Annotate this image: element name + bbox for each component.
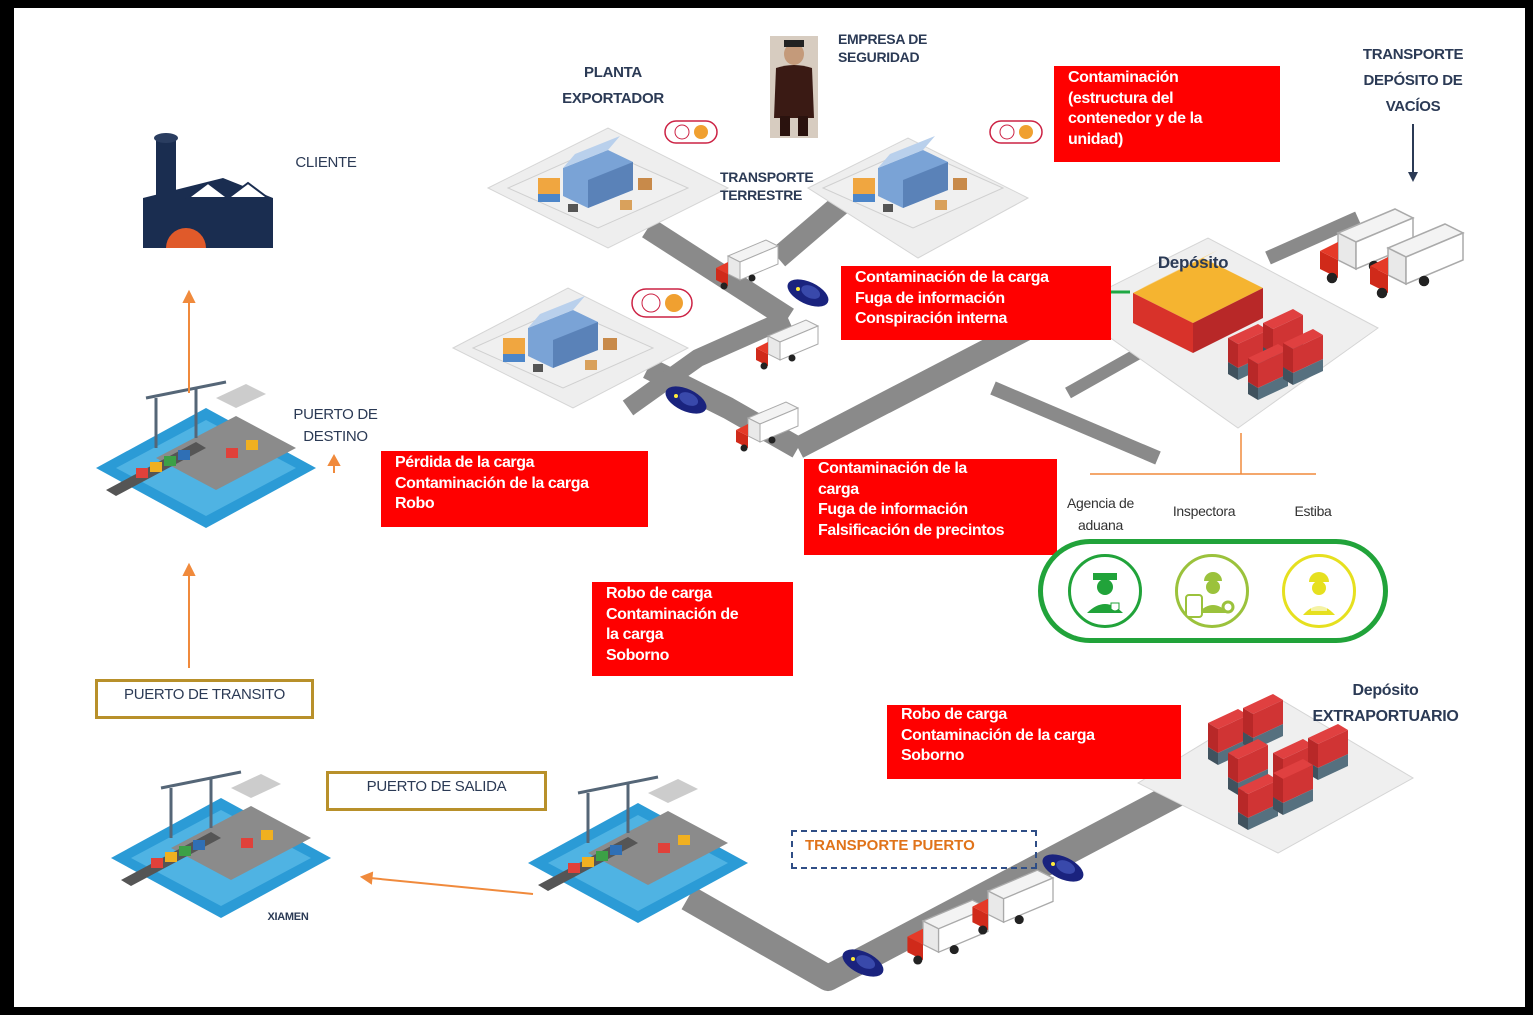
customs-agent-icon: [1068, 554, 1142, 628]
transporte-puerto-box: TRANSPORTE PUERTO: [791, 830, 1037, 869]
roles-group: [1038, 539, 1388, 643]
estiba-label: Estiba: [1294, 503, 1332, 519]
puerto-salida-box: PUERTO DE SALIDA: [326, 771, 547, 811]
inspectora-label: Inspectora: [1172, 503, 1236, 519]
security-guard-icon: [770, 36, 818, 138]
flow-arrows: [182, 289, 534, 895]
deposit-building: [1133, 250, 1263, 353]
lock-badge-icon: [631, 120, 1043, 318]
puerto-transito-box: PUERTO DE TRANSITO: [95, 679, 314, 719]
factory-icon: [143, 133, 273, 248]
cliente-label: CLIENTE: [295, 154, 357, 171]
stevedore-icon: [1282, 554, 1356, 628]
xiamen-label: XIAMEN: [267, 911, 309, 923]
inspector-icon: [1175, 554, 1249, 628]
deposito-label: Depósito: [1157, 253, 1229, 272]
down-arrow-vacios: [1408, 124, 1418, 182]
